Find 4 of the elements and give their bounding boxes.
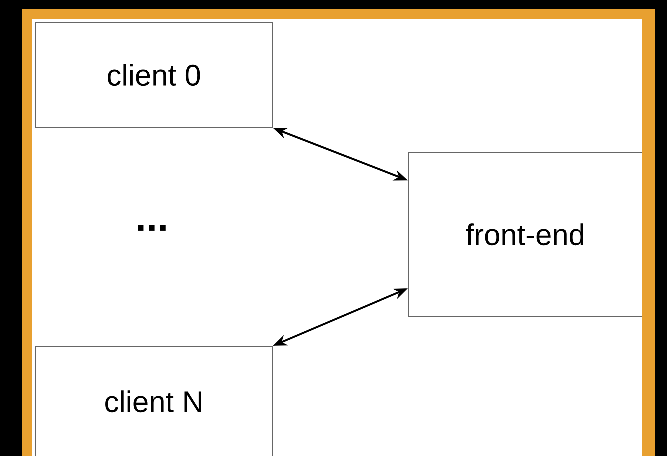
process-box: front-end bbox=[408, 152, 642, 318]
ellipsis: ... bbox=[138, 225, 166, 231]
process-box: client 0 bbox=[35, 22, 274, 128]
process-box: client N bbox=[35, 346, 274, 456]
